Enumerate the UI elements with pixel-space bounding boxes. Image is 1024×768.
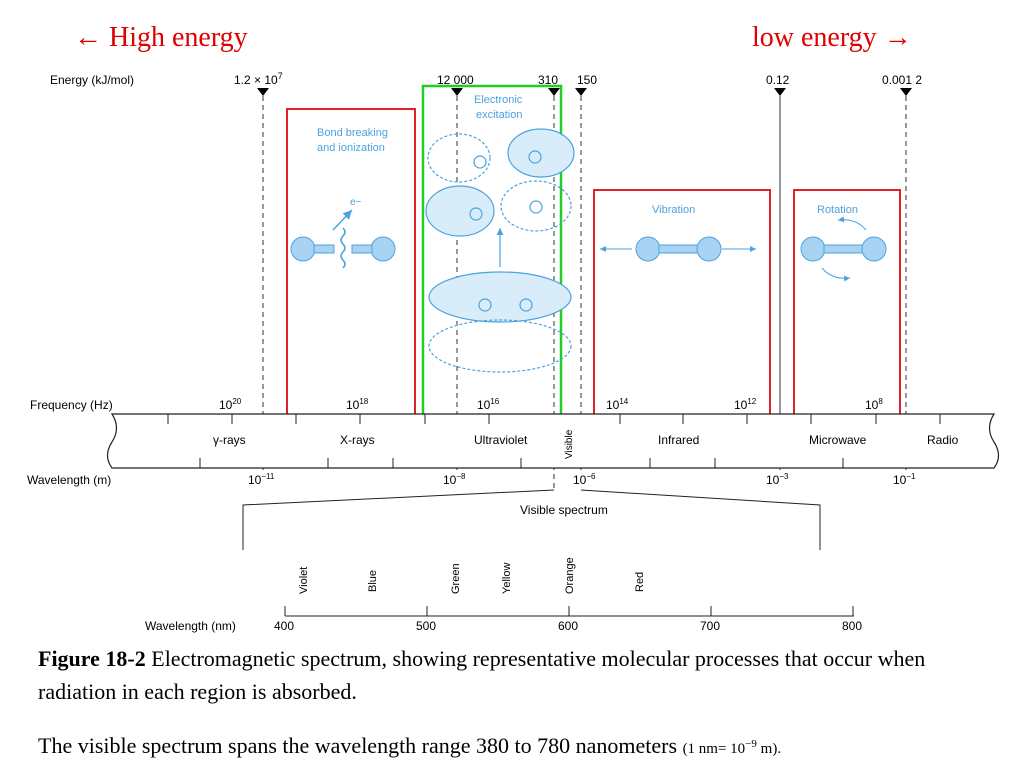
vibration-label: Vibration <box>652 204 695 216</box>
energy-marker-4 <box>774 88 786 96</box>
energy-tick-3: 150 <box>577 73 597 87</box>
visible-spectrum-bracket <box>242 489 821 550</box>
rotation-molecule-icon <box>800 216 887 282</box>
high-energy-header: ← High energy <box>74 22 248 54</box>
nm-tick-600: 600 <box>558 619 578 633</box>
orbital-solid-2 <box>425 185 495 237</box>
bond-breaking-label-2: and ionization <box>317 142 385 154</box>
nm-tick-400: 400 <box>274 619 294 633</box>
orbital-solid-1 <box>507 128 575 178</box>
region-ultraviolet: Ultraviolet <box>474 433 528 447</box>
rotation-label: Rotation <box>817 204 858 216</box>
wavelength-m-ticks: 10−11 10−8 10−6 10−3 10−1 <box>248 472 916 487</box>
electromagnetic-spectrum-diagram: Energy (kJ/mol) 1.2 × 107 12 000 310 150… <box>27 71 1000 633</box>
orbital-dashed-2 <box>500 180 572 232</box>
visible-range-text: The visible spectrum spans the wavelengt… <box>38 733 683 758</box>
nm-definition: (1 nm= 10−9 m). <box>682 738 782 757</box>
orbital-dashed-3 <box>428 319 572 373</box>
region-visible: Visible <box>564 429 575 459</box>
color-red: Red <box>634 572 646 592</box>
figure-label: Figure 18-2 <box>38 646 146 671</box>
energy-tick-2: 310 <box>538 73 558 87</box>
energy-tick-5: 0.001 2 <box>882 73 922 87</box>
frequency-tick-3: 1014 <box>606 397 629 412</box>
figure-description: Electromagnetic spectrum, showing repres… <box>38 646 926 704</box>
microwave-process-box <box>793 189 901 450</box>
wavelength-nm-ticks: 400 500 600 700 800 <box>274 619 862 633</box>
energy-marker-5 <box>900 88 912 96</box>
spectrum-band <box>106 413 1000 469</box>
visible-nm-axis <box>284 606 854 617</box>
wavelength-m-tick-1: 10−8 <box>443 472 466 487</box>
frequency-tick-5: 108 <box>865 397 883 412</box>
energy-markers <box>257 88 912 96</box>
orbital-icons <box>425 128 575 373</box>
wavelength-m-tick-2: 10−6 <box>573 472 596 487</box>
frequency-axis-label: Frequency (Hz) <box>30 398 113 412</box>
nm-tick-800: 800 <box>842 619 862 633</box>
energy-marker-2 <box>548 88 560 96</box>
energy-tick-0: 1.2 × 107 <box>234 71 283 87</box>
electronic-excitation-label-1: Electronic <box>474 94 523 106</box>
color-orange: Orange <box>564 557 576 594</box>
wavelength-nm-axis-label: Wavelength (nm) <box>145 619 236 633</box>
visible-range-note: The visible spectrum spans the wavelengt… <box>38 728 1008 766</box>
region-radio: Radio <box>927 433 959 447</box>
color-violet: Violet <box>298 567 310 594</box>
orbital-solid-3 <box>428 271 572 323</box>
energy-marker-3 <box>575 88 587 96</box>
high-energy-label: High energy <box>109 22 248 53</box>
frequency-tick-0: 1020 <box>219 397 242 412</box>
energy-tick-4: 0.12 <box>766 73 790 87</box>
orbital-dashed-1 <box>427 133 491 183</box>
region-x-rays: X-rays <box>340 433 375 447</box>
wavelength-m-axis-label: Wavelength (m) <box>27 473 111 487</box>
visible-spectrum-title: Visible spectrum <box>520 503 608 517</box>
electronic-excitation-label-2: excitation <box>476 109 522 121</box>
left-arrow-icon: ← <box>74 22 102 53</box>
figure-caption: Figure 18-2 Electromagnetic spectrum, sh… <box>38 642 1008 708</box>
wavelength-m-tick-4: 10−1 <box>893 472 916 487</box>
right-arrow-icon: → <box>883 22 912 53</box>
low-energy-header: low energy → <box>752 22 912 54</box>
region-microwave: Microwave <box>809 433 867 447</box>
frequency-tick-2: 1016 <box>477 397 500 412</box>
bond-breaking-label-1: Bond breaking <box>317 127 388 139</box>
visible-color-labels: Violet Blue Green Yellow Orange Red <box>298 557 646 594</box>
frequency-tick-1: 1018 <box>346 397 369 412</box>
energy-marker-1 <box>451 88 463 96</box>
wavelength-m-tick-3: 10−3 <box>766 472 789 487</box>
region-gamma-rays: γ-rays <box>213 433 246 447</box>
bond-breaking-molecule-icon <box>290 209 396 269</box>
nm-tick-700: 700 <box>700 619 720 633</box>
wavelength-m-tick-0: 10−11 <box>248 472 275 487</box>
nm-tick-500: 500 <box>416 619 436 633</box>
frequency-ticks: 1020 1018 1016 1014 1012 108 <box>219 397 883 412</box>
region-labels: γ-rays X-rays Ultraviolet Visible Infrar… <box>213 429 959 459</box>
energy-axis-label: Energy (kJ/mol) <box>50 73 134 87</box>
color-blue: Blue <box>367 570 379 592</box>
region-infrared: Infrared <box>658 433 699 447</box>
low-energy-label: low energy <box>752 22 877 53</box>
electron-label: e− <box>350 197 362 208</box>
energy-tick-1: 12 000 <box>437 73 474 87</box>
frequency-tick-4: 1012 <box>734 397 757 412</box>
color-green: Green <box>450 563 462 594</box>
vibration-molecule-icon <box>600 236 756 262</box>
color-yellow: Yellow <box>501 563 513 594</box>
energy-marker-0 <box>257 88 269 96</box>
